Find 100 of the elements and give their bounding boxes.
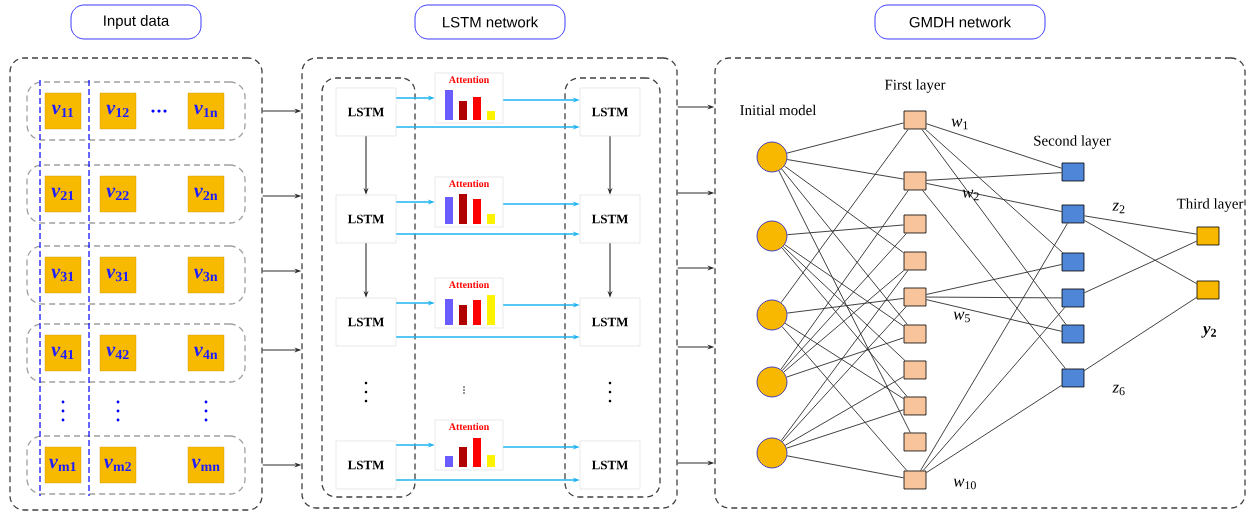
lstm-box: LSTM — [335, 297, 397, 347]
lstm-box: LSTM — [335, 87, 397, 137]
connection-line — [780, 189, 909, 370]
layer-label: Third layer — [1176, 198, 1244, 212]
connection-line — [921, 128, 1067, 326]
first-layer-square — [903, 251, 927, 271]
data-cell: v$_{m1}$ — [44, 446, 82, 484]
connection-line — [780, 128, 909, 303]
column-group-frame — [321, 77, 416, 498]
lstm-box: LSTM — [579, 440, 641, 490]
lstm-box: LSTM — [335, 194, 397, 244]
connection-line — [925, 172, 1063, 181]
third-layer-square — [1196, 226, 1220, 246]
connection-line — [780, 269, 909, 442]
connection-line — [784, 376, 905, 446]
connection-line — [925, 299, 1063, 332]
column-group-frame — [564, 77, 661, 498]
third-layer-square — [1196, 280, 1220, 300]
input-node-circle — [756, 299, 788, 331]
data-cell: v$_{41}$ — [44, 334, 82, 372]
connection-line — [786, 224, 905, 236]
input-node-circle — [756, 220, 788, 252]
variable-label: w$_{10}$ — [953, 478, 976, 490]
section-title: Input data — [70, 4, 202, 40]
variable-label: w$_{5}$ — [953, 311, 970, 323]
first-layer-square — [903, 287, 927, 307]
connection-line — [920, 222, 1068, 472]
connection-line — [925, 123, 1063, 169]
first-layer-square — [903, 171, 927, 191]
data-cell: v$_{m2}$ — [99, 446, 137, 484]
connection-line — [925, 182, 1063, 213]
connection-line — [781, 247, 908, 398]
input-node-circle — [756, 437, 788, 469]
data-cell: v$_{31}$ — [99, 256, 137, 294]
connection-line — [784, 322, 905, 400]
second-layer-square — [1061, 162, 1085, 182]
first-layer-square — [903, 214, 927, 234]
panel-frame — [301, 57, 678, 509]
connection-line — [784, 244, 905, 327]
variable-label: z$_{2}$ — [1112, 202, 1125, 214]
input-node-circle — [756, 141, 788, 173]
connection-line — [783, 269, 905, 373]
data-cell: v$_{mn}$ — [187, 446, 225, 484]
layer-label: Initial model — [740, 104, 817, 116]
second-layer-square — [1061, 204, 1085, 224]
connection-line — [786, 297, 905, 314]
connection-line — [922, 306, 1066, 472]
first-layer-square — [903, 396, 927, 416]
data-cell: v$_{11}$ — [44, 92, 82, 130]
connection-line — [1083, 240, 1198, 294]
connection-line — [786, 455, 905, 479]
second-layer-square — [1061, 288, 1085, 308]
row-group-frame — [26, 323, 246, 383]
connection-line — [782, 246, 906, 362]
data-cell: v$_{31}$ — [44, 256, 82, 294]
data-cell: v$_{1n}$ — [187, 92, 225, 130]
connection-line — [925, 384, 1063, 474]
row-group-frame — [26, 164, 246, 224]
first-layer-square — [903, 470, 927, 490]
connection-line — [786, 409, 905, 449]
first-layer-square — [903, 324, 927, 344]
connection-line — [925, 264, 1063, 295]
lstm-box: LSTM — [579, 297, 641, 347]
connection-line — [1083, 296, 1198, 371]
variable-label: z$_{6}$ — [1112, 384, 1125, 396]
lstm-box: LSTM — [579, 87, 641, 137]
first-layer-square — [903, 360, 927, 380]
connection-line — [786, 159, 905, 180]
connection-line — [786, 337, 905, 378]
connection-line — [778, 170, 911, 434]
connection-line — [784, 165, 905, 254]
connection-line — [1083, 215, 1198, 235]
connection-line — [781, 232, 907, 371]
connection-line — [1083, 219, 1198, 285]
row-group-frame — [26, 245, 246, 305]
layer-label: First layer — [884, 79, 946, 93]
layer-label: Second layer — [1034, 135, 1111, 149]
data-cell: v$_{3n}$ — [187, 256, 225, 294]
data-cell: v$_{21}$ — [44, 175, 82, 213]
section-title: LSTM network — [414, 4, 566, 40]
first-layer-square — [903, 110, 927, 130]
second-layer-square — [1061, 252, 1085, 272]
connection-line — [925, 128, 1063, 254]
lstm-box: LSTM — [335, 440, 397, 490]
input-node-circle — [756, 366, 788, 398]
connection-line — [786, 122, 905, 154]
connection-line — [925, 296, 1063, 299]
variable-label: y$_{2}$ — [1201, 326, 1216, 338]
panel-frame — [9, 57, 263, 511]
connection-line — [781, 326, 908, 472]
data-cell: v$_{4n}$ — [187, 334, 225, 372]
second-layer-square — [1061, 368, 1085, 388]
row-group-frame — [26, 435, 246, 495]
variable-label: w$_{1}$ — [951, 118, 968, 130]
lstm-box: LSTM — [579, 194, 641, 244]
data-cell: v$_{2n}$ — [187, 175, 225, 213]
connection-line — [922, 189, 1066, 370]
second-layer-square — [1061, 324, 1085, 344]
data-cell: v$_{22}$ — [99, 175, 137, 213]
data-cell: v$_{42}$ — [99, 334, 137, 372]
